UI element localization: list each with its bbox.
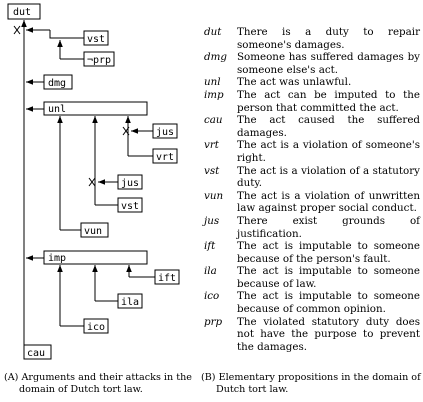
legend-entry-cau: cau The act caused the suffered damages. bbox=[204, 114, 420, 139]
legend-entry-unl: unl The act was unlawful. bbox=[204, 76, 420, 89]
node-ico-box bbox=[83, 318, 109, 334]
legend-desc: The act is a violation of a statutory du… bbox=[237, 164, 420, 190]
node-jus-a-box bbox=[152, 123, 178, 139]
node-imp-box bbox=[43, 250, 148, 265]
node-unl-box bbox=[43, 101, 148, 116]
attack-cross-icon-3 bbox=[88, 177, 96, 187]
legend-abbr: unl bbox=[204, 76, 221, 89]
legend-desc: The act is imputable to someone because … bbox=[237, 265, 420, 290]
node-cau-label: cau bbox=[27, 348, 45, 359]
legend-entry-vrt: vrt The act is a violation of someone's r… bbox=[204, 139, 420, 164]
node-imp-label: imp bbox=[48, 253, 66, 264]
legend-abbr: ico bbox=[204, 290, 220, 303]
legend-entry-ila: ila The act is imputable to someone becau… bbox=[204, 265, 420, 290]
node-jus-b-box bbox=[117, 174, 143, 190]
legend-abbr: vun bbox=[204, 189, 224, 202]
legend-entry-dmg: dmg Someone has suffered damages by someo… bbox=[204, 51, 420, 76]
legend-desc: The act can be imputed to the person tha… bbox=[237, 88, 420, 114]
node-unl-label: unl bbox=[48, 104, 66, 115]
caption-b-label: (B) bbox=[201, 372, 216, 383]
legend-entry-dut: dut There is a duty to repair someone's d… bbox=[204, 26, 420, 51]
legend-abbr: dmg bbox=[204, 51, 227, 64]
caption-b: (B) Elementary propositions in the domai… bbox=[201, 372, 421, 396]
caption-b-text: Elementary propositions in the domain of… bbox=[216, 372, 421, 395]
node-notprp-box bbox=[83, 51, 115, 67]
legend-desc: There is a duty to repair someone's dama… bbox=[237, 26, 420, 51]
legend-entry-ico: ico The act is imputable to someone becau… bbox=[204, 290, 420, 315]
legend-entry-vun: vun The act is a violation of unwritten l… bbox=[204, 190, 420, 215]
node-dmg-box bbox=[43, 74, 73, 90]
legend-desc: The act caused the suffered damages. bbox=[237, 114, 420, 139]
legend-abbr: cau bbox=[204, 114, 223, 127]
legend-desc: There exist grounds of justification. bbox=[237, 214, 420, 240]
legend-entry-jus: jus There exist grounds of justification. bbox=[204, 215, 420, 240]
node-vst-mid-box bbox=[117, 197, 143, 213]
legend: dut There is a duty to repair someone's d… bbox=[204, 26, 420, 353]
node-ila-label: ila bbox=[121, 297, 139, 308]
legend-abbr: jus bbox=[204, 214, 220, 227]
node-dut-box bbox=[7, 3, 41, 20]
legend-desc: The violated statutory duty does not hav… bbox=[237, 315, 420, 353]
legend-entry-prp: prp The violated statutory duty does not … bbox=[204, 316, 420, 354]
legend-entry-imp: imp The act can be imputed to the person … bbox=[204, 89, 420, 114]
node-vst-top-box bbox=[83, 30, 109, 46]
node-dmg-label: dmg bbox=[48, 78, 66, 89]
legend-abbr: dut bbox=[204, 26, 222, 38]
node-ico-label: ico bbox=[87, 322, 105, 333]
node-vrt-box bbox=[152, 148, 178, 164]
node-vun-label: vun bbox=[84, 226, 102, 237]
node-notprp-label: ¬prp bbox=[87, 55, 111, 66]
legend-abbr: imp bbox=[204, 88, 224, 101]
attack-cross-icon-2 bbox=[122, 126, 130, 136]
node-dut-label: dut bbox=[13, 7, 31, 18]
attack-cross-icon bbox=[13, 25, 21, 35]
legend-abbr: prp bbox=[204, 315, 223, 328]
node-ift-label: ift bbox=[158, 273, 176, 284]
legend-desc: The act is a violation of someone's righ… bbox=[237, 139, 420, 164]
node-ift-box bbox=[154, 269, 180, 285]
node-jus-a-label: jus bbox=[156, 127, 174, 138]
legend-abbr: vst bbox=[204, 164, 220, 177]
legend-entry-ift: ift The act is imputable to someone becau… bbox=[204, 240, 420, 265]
argument-diagram: dut vst ¬prp dmg unl jus vrt jus vst vun… bbox=[7, 3, 180, 360]
node-cau-box bbox=[23, 344, 52, 360]
node-vun-box bbox=[80, 222, 109, 238]
legend-desc: The act is imputable to someone because … bbox=[237, 240, 420, 265]
legend-desc: The act is imputable to someone because … bbox=[237, 290, 420, 316]
caption-a: (A) Arguments and their attacks in the d… bbox=[4, 372, 200, 396]
node-vst-top-label: vst bbox=[87, 34, 105, 45]
node-vst-mid-label: vst bbox=[121, 201, 139, 212]
edge-vst-attack bbox=[49, 30, 84, 39]
legend-desc: Someone has suffered damages by someone … bbox=[237, 51, 420, 76]
legend-desc: The act was unlawful. bbox=[237, 76, 352, 89]
node-ila-box bbox=[117, 293, 143, 309]
legend-entry-vst: vst The act is a violation of a statutory… bbox=[204, 165, 420, 190]
legend-desc: The act is a violation of unwritten law … bbox=[237, 189, 420, 215]
legend-abbr: ila bbox=[204, 265, 217, 278]
caption-a-text: Arguments and their attacks in the domai… bbox=[19, 372, 192, 395]
node-jus-b-label: jus bbox=[121, 178, 139, 189]
legend-abbr: vrt bbox=[204, 139, 219, 152]
node-vrt-label: vrt bbox=[156, 152, 174, 163]
caption-a-label: (A) bbox=[4, 372, 19, 383]
legend-abbr: ift bbox=[204, 240, 216, 253]
